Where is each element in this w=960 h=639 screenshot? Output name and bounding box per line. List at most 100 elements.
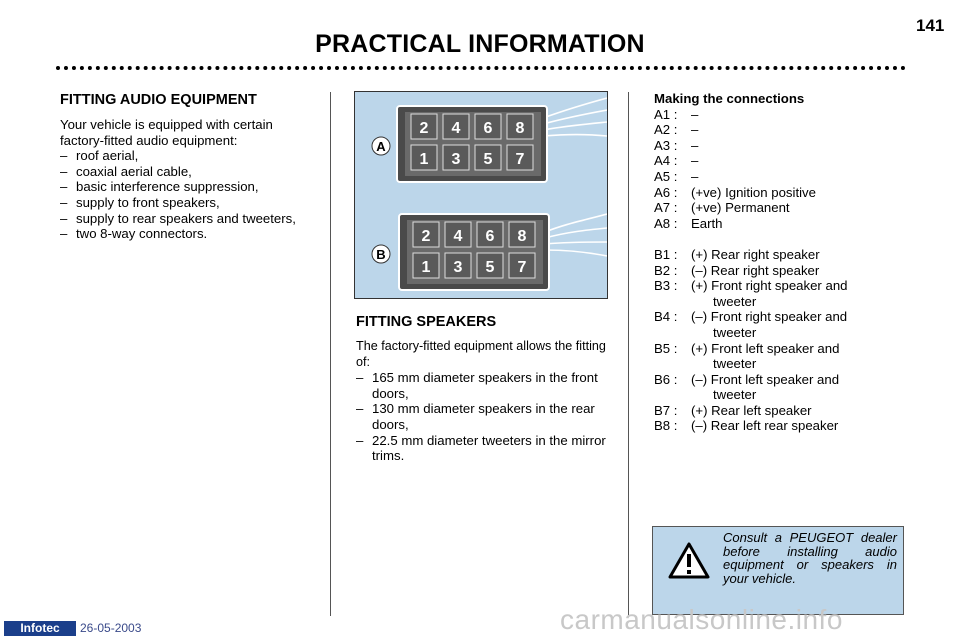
pin-description: – [691,137,699,153]
list-item: –two 8-way connectors. [60,226,208,242]
pin-number: 5 [484,151,493,168]
pin-description: (+ve) Ignition positive [691,184,816,200]
pin-code: B7 : [654,402,678,418]
wires-a [542,97,608,137]
connector-pin [444,252,472,279]
label-a-badge [371,136,391,156]
label-b-badge [371,244,391,264]
connector-pin [412,221,440,248]
speakers-heading: FITTING SPEAKERS [356,314,497,330]
pin-code: A7 : [654,200,678,216]
pin-description: – [691,168,699,184]
connection-row: A6 : (+ve) Ignition positive [654,185,914,201]
pin-code: A5 : [654,168,678,184]
column-divider-left [330,92,331,616]
warning-text: Consult a PEUGEOT dealer before installi… [723,530,897,586]
pin-number: 1 [420,151,429,168]
audio-intro: Your vehicle is equipped with certain fa… [60,117,273,148]
pin-description: Earth [691,215,723,231]
speakers-intro: The factory-fitted equipment allows the … [356,339,606,369]
pin-code: A6 : [654,184,678,200]
warning-triangle-icon [668,542,710,579]
pin-code: B8 : [654,418,678,434]
connector-pin [444,221,472,248]
list-item: –basic interference suppression, [60,179,259,195]
label-a: A [376,139,386,154]
wires-b [544,213,608,257]
connector-pin [506,144,534,171]
connection-row: A7 : (+ve) Permanent [654,200,914,216]
list-item: –coaxial aerial cable, [60,163,192,179]
pin-code: A1 : [654,106,678,122]
label-b: B [376,247,385,262]
dotted-divider [56,66,906,70]
connector-pin [476,221,504,248]
connection-row: B2 : (–) Rear right speaker [654,263,914,279]
connector-diagram: 2 4 6 8 1 3 5 7 2 4 6 8 1 3 5 7 A B [354,91,608,299]
connection-row: A1 :– [654,107,914,123]
connection-row: B8 : (–) Rear left rear speaker [654,418,914,434]
connector-pin [442,113,470,140]
pin-number: 3 [454,259,463,276]
list-item: –130 mm diameter speakers in the rear do… [356,401,595,432]
spacer [654,231,914,247]
connector-pin [506,113,534,140]
speakers-section: FITTING SPEAKERS The factory-fitted equi… [356,314,608,464]
connector-pin [442,144,470,171]
list-item: –supply to rear speakers and tweeters, [60,210,296,226]
connector-a-table: A1 :–A2 :–A3 :–A4 :–A5 :–A6 :(+ve) Ignit… [654,107,914,232]
pin-number: 5 [486,259,495,276]
pin-description: – [691,122,699,138]
pin-number: 6 [486,228,495,245]
connector-b-table: B1 : (+) Rear right speaker B2 : (–) Rear r… [654,247,914,434]
connector-pin [410,144,438,171]
connector-a-pins: 2 4 6 8 1 3 5 7 [410,113,534,171]
pin-description: (+ve) Permanent [691,200,790,216]
page-title: PRACTICAL INFORMATION [315,30,645,58]
audio-list: –roof aerial, –coaxial aerial cable, –ba… [60,148,310,242]
connector-pin [412,252,440,279]
pin-code: B6 : [654,371,678,387]
pin-number: 7 [518,259,527,276]
pin-description: (+) Rear left speaker [691,402,812,418]
pin-number: 3 [452,151,461,168]
pin-description: (+) Rear right speaker [691,246,820,262]
connector-pin [474,113,502,140]
connections-section: Making the connections A1 :–A2 :–A3 :–A4… [654,91,914,434]
connector-pin [476,252,504,279]
pin-code: B2 : [654,262,678,278]
warning-box: Consult a PEUGEOT dealer before installi… [652,526,904,615]
connection-row: A5 :– [654,169,914,185]
connector-pin [508,252,536,279]
audio-heading: FITTING AUDIO EQUIPMENT [60,92,257,108]
pin-code: B4 : [654,309,678,325]
connector-pin [410,113,438,140]
audio-equipment-section: FITTING AUDIO EQUIPMENT Your vehicle is … [60,92,310,242]
pin-description: (–) Rear left rear speaker [691,418,839,434]
pin-code: B1 : [654,246,678,262]
pin-number: 1 [422,259,431,276]
watermark: carmanualsonline.info [560,604,843,635]
pin-number: 2 [420,120,429,137]
pin-description: – [691,153,699,169]
pin-code: B5 : [654,340,678,356]
pin-description: – [691,106,699,122]
connector-pin [474,144,502,171]
pin-number: 4 [452,120,461,137]
infotec-logo: Infotec [4,621,76,636]
pin-number: 7 [516,151,525,168]
page-number: 141 [916,16,945,35]
pin-description: (–) Rear right speaker [691,262,820,278]
speakers-list: –165 mm diameter speakers in the front d… [356,370,608,464]
pin-code: A3 : [654,137,678,153]
pin-number: 6 [484,120,493,137]
pin-number: 8 [516,120,525,137]
